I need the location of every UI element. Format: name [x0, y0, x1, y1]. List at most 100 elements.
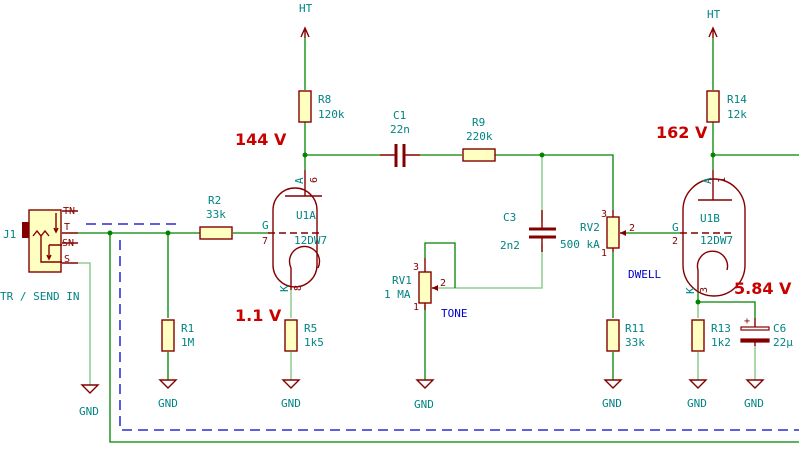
- svg-text:1: 1: [413, 302, 419, 313]
- bus-line-bottom: [119, 240, 799, 431]
- svg-text:3: 3: [601, 209, 607, 220]
- svg-text:A: A: [701, 177, 714, 184]
- ht-symbol: HT: [299, 2, 313, 38]
- svg-text:7: 7: [262, 236, 268, 247]
- svg-text:GND: GND: [158, 397, 178, 410]
- capacitor-c1[interactable]: C1 22n: [380, 109, 420, 167]
- svg-text:22µ: 22µ: [773, 336, 793, 349]
- svg-text:GND: GND: [414, 398, 434, 411]
- junction-dot: [302, 152, 308, 158]
- polarity-plus: +: [744, 316, 750, 327]
- jack-pin-s: S: [64, 254, 70, 265]
- gnd-symbol: GND: [79, 384, 100, 418]
- voltage-u1a-cathode: 1.1 V: [235, 306, 282, 325]
- svg-text:2: 2: [629, 223, 635, 234]
- svg-text:3: 3: [413, 262, 419, 273]
- svg-text:33k: 33k: [206, 208, 226, 221]
- svg-text:1: 1: [601, 248, 607, 259]
- svg-text:C3: C3: [503, 211, 516, 224]
- svg-text:GND: GND: [687, 397, 707, 410]
- svg-text:GND: GND: [602, 397, 622, 410]
- svg-text:2: 2: [672, 236, 678, 247]
- svg-text:500 kA: 500 kA: [560, 238, 600, 251]
- gnd-symbol: GND: [281, 379, 301, 410]
- svg-text:RV2: RV2: [580, 221, 600, 234]
- capacitor-c6[interactable]: + C6 22µ: [740, 316, 793, 349]
- svg-text:R8: R8: [318, 93, 331, 106]
- jack-pin-t: T: [64, 222, 70, 233]
- resistor-r11[interactable]: R11 33k: [606, 319, 645, 352]
- voltage-u1b-plate: 162 V: [656, 123, 708, 142]
- svg-text:HT: HT: [299, 2, 313, 15]
- svg-text:R2: R2: [208, 194, 221, 207]
- svg-text:U1B: U1B: [700, 212, 720, 225]
- svg-text:HT: HT: [707, 8, 721, 21]
- resistor-r14[interactable]: R14 12k: [706, 90, 747, 123]
- svg-text:1 MA: 1 MA: [384, 288, 411, 301]
- junction-dot: [695, 299, 701, 305]
- svg-text:1k5: 1k5: [304, 336, 324, 349]
- jack-j1[interactable]: TN T SN S J1 TR / SEND IN: [0, 206, 79, 303]
- jack-ref: J1: [3, 228, 16, 241]
- svg-text:120k: 120k: [318, 108, 345, 121]
- gnd-symbol: GND: [744, 379, 765, 410]
- svg-text:GND: GND: [79, 405, 99, 418]
- svg-text:G: G: [262, 219, 269, 232]
- gnd-symbol: GND: [414, 379, 435, 411]
- svg-text:6: 6: [309, 177, 320, 183]
- wires: [78, 38, 799, 443]
- svg-text:1M: 1M: [181, 336, 195, 349]
- resistor-r13[interactable]: R13 1k2: [691, 319, 731, 352]
- svg-text:8: 8: [293, 285, 304, 291]
- resistor-r8[interactable]: R8 120k: [298, 90, 345, 123]
- resistor-r9[interactable]: R9 220k: [462, 116, 496, 162]
- resistor-r5[interactable]: R5 1k5: [284, 319, 324, 352]
- svg-text:U1A: U1A: [296, 209, 316, 222]
- resistor-r2[interactable]: R2 33k: [199, 194, 233, 240]
- svg-text:R9: R9: [472, 116, 485, 129]
- svg-text:R11: R11: [625, 322, 645, 335]
- jack-label: TR / SEND IN: [0, 290, 79, 303]
- svg-text:3: 3: [699, 287, 710, 293]
- gnd-symbol: GND: [687, 379, 708, 410]
- resistor-r1[interactable]: R1 1M: [161, 319, 195, 352]
- svg-text:A: A: [293, 177, 306, 184]
- junction-dot: [710, 152, 716, 158]
- svg-text:2: 2: [440, 278, 446, 289]
- svg-text:1: 1: [717, 177, 728, 183]
- jack-pin-tn: TN: [63, 206, 75, 217]
- svg-text:R5: R5: [304, 322, 317, 335]
- jack-plug: [22, 222, 29, 238]
- svg-text:12k: 12k: [727, 108, 747, 121]
- jack-pin-sn: SN: [62, 238, 74, 249]
- gnd-symbol: GND: [602, 379, 623, 410]
- svg-text:G: G: [672, 221, 679, 234]
- voltage-u1b-cathode: 5.84 V: [734, 279, 792, 298]
- svg-text:K: K: [684, 287, 697, 294]
- junction-dot: [539, 152, 545, 158]
- junction-dot: [107, 230, 113, 236]
- svg-text:R1: R1: [181, 322, 194, 335]
- svg-text:33k: 33k: [625, 336, 645, 349]
- svg-text:2n2: 2n2: [500, 239, 520, 252]
- potentiometer-rv1[interactable]: 3 2 1 RV1 1 MA TONE: [384, 258, 468, 320]
- svg-text:RV1: RV1: [392, 274, 412, 287]
- svg-text:C6: C6: [773, 322, 786, 335]
- svg-text:K: K: [278, 285, 291, 292]
- voltage-u1a-plate: 144 V: [235, 130, 287, 149]
- svg-text:GND: GND: [281, 397, 301, 410]
- tube-u1b[interactable]: U1B 12DW7 G 2 A 1 K 3: [672, 170, 746, 297]
- svg-text:220k: 220k: [466, 130, 493, 143]
- svg-text:1k2: 1k2: [711, 336, 731, 349]
- svg-text:12DW7: 12DW7: [294, 234, 327, 247]
- svg-text:R13: R13: [711, 322, 731, 335]
- potentiometer-rv2[interactable]: 3 2 1 RV2 500 kA DWELL: [560, 209, 661, 281]
- svg-text:R14: R14: [727, 93, 747, 106]
- ht-symbol: HT: [707, 8, 721, 38]
- tone-label: TONE: [441, 307, 468, 320]
- dwell-label: DWELL: [628, 268, 661, 281]
- capacitor-c3[interactable]: C3 2n2: [500, 210, 556, 252]
- junction-dot: [165, 230, 171, 236]
- tube-u1a[interactable]: U1A 12DW7 G 7 A 6 K 8: [262, 170, 327, 292]
